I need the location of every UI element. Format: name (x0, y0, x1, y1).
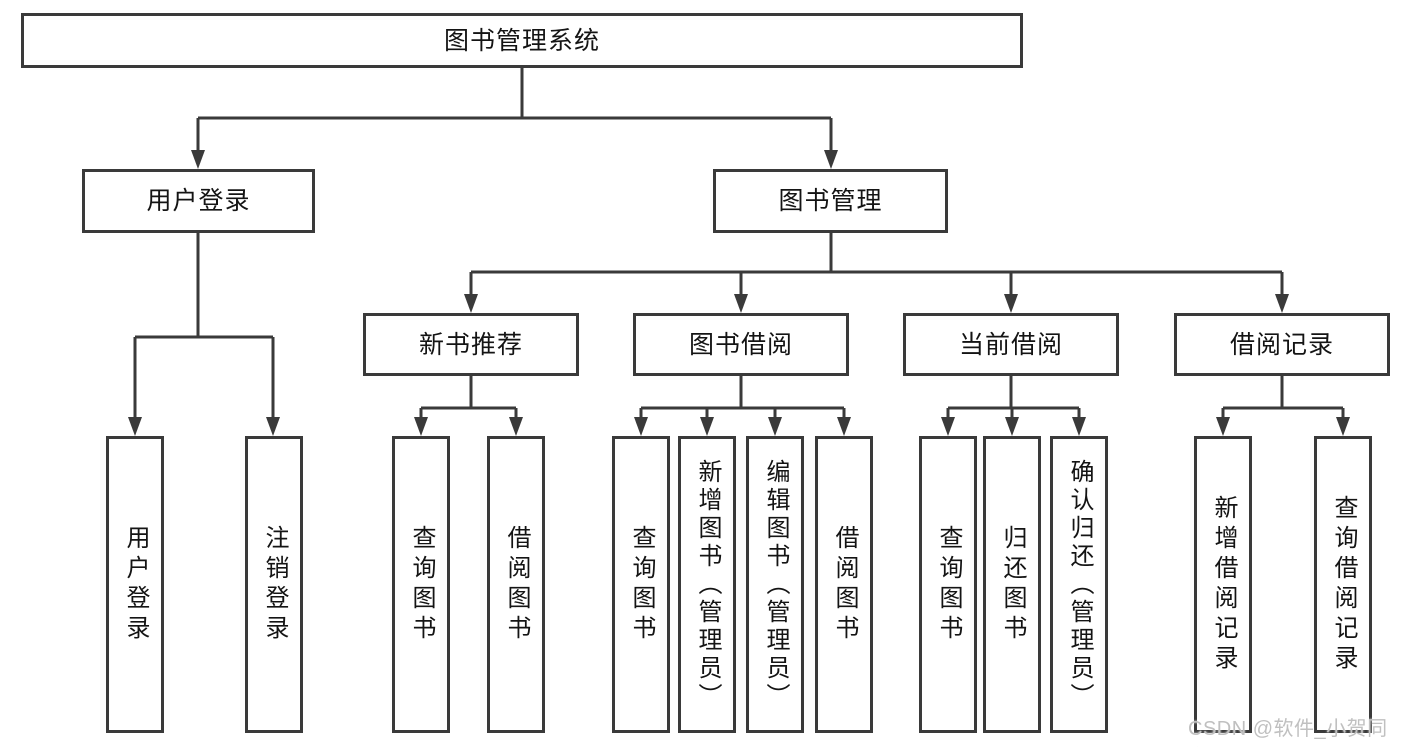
node-user-login: 用户登录 (82, 169, 315, 233)
node-book-management: 图书管理 (713, 169, 948, 233)
watermark: CSDN @软件_小贺同学 (1188, 718, 1388, 740)
node-borrow-records: 借阅记录 (1174, 313, 1390, 376)
leaf-edit-books-admin: 编辑图书（管理员） (746, 436, 804, 733)
leaf-borrow-books-recommend: 借阅图书 (487, 436, 545, 733)
leaf-user-login: 用户登录 (106, 436, 164, 733)
node-new-book-recommend: 新书推荐 (363, 313, 579, 376)
leaf-query-books-current: 查询图书 (919, 436, 977, 733)
leaf-query-books-borrowing: 查询图书 (612, 436, 670, 733)
leaf-add-books-admin: 新增图书（管理员） (678, 436, 736, 733)
leaf-return-books: 归还图书 (983, 436, 1041, 733)
leaf-query-books-recommend: 查询图书 (392, 436, 450, 733)
node-book-borrowing: 图书借阅 (633, 313, 849, 376)
node-root: 图书管理系统 (21, 13, 1023, 68)
leaf-query-borrow-record: 查询借阅记录 (1314, 436, 1372, 733)
leaf-add-borrow-record: 新增借阅记录 (1194, 436, 1252, 733)
arrowheads (128, 150, 1350, 436)
leaf-confirm-return-admin: 确认归还（管理员） (1050, 436, 1108, 733)
leaf-logout: 注销登录 (245, 436, 303, 733)
leaf-borrow-books-borrowing: 借阅图书 (815, 436, 873, 733)
node-current-borrowing: 当前借阅 (903, 313, 1119, 376)
